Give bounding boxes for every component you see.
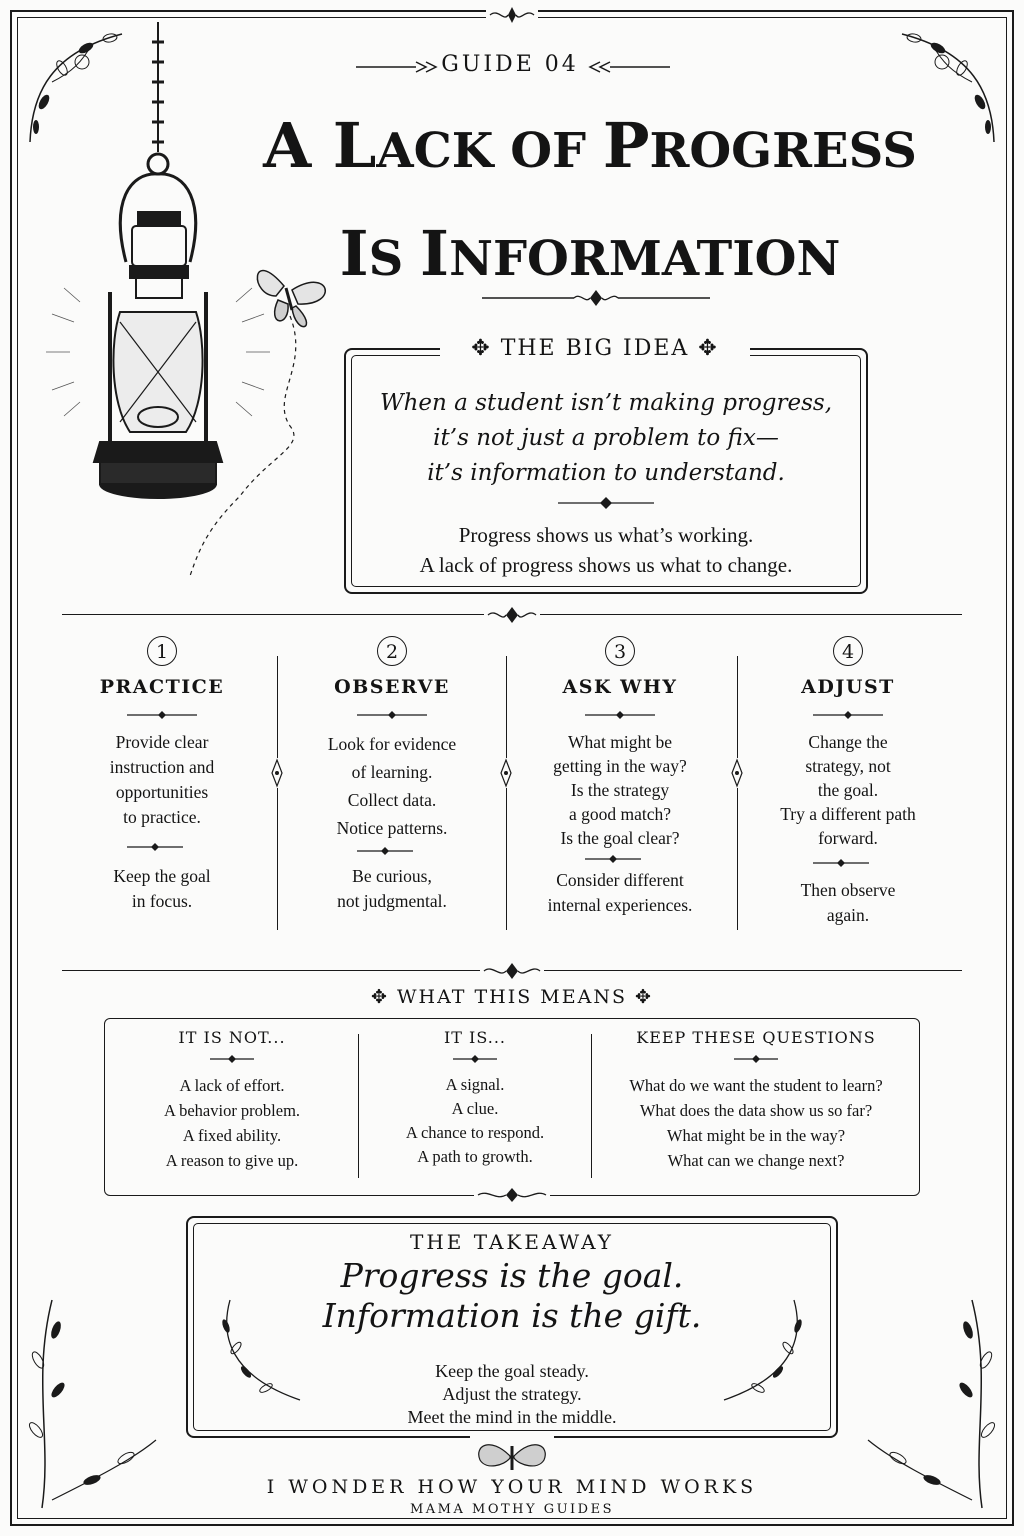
- flourish-divider-icon: [558, 497, 654, 509]
- big-idea-sub: Progress shows us what’s working. A lack…: [419, 523, 793, 577]
- vine-ornament-icon: [222, 1299, 301, 1401]
- guide-label: GUIDE 04: [441, 52, 579, 77]
- step-text-note: Be curious,not judgmental.: [337, 866, 447, 911]
- column-divider: [506, 656, 507, 930]
- vine-ornament-icon: [867, 1299, 996, 1509]
- flourish-divider-icon: [813, 711, 883, 719]
- flourish-divider-icon: [357, 847, 413, 855]
- flourish-divider-icon: [734, 1055, 778, 1063]
- flourish-divider-icon: [585, 711, 655, 719]
- big-idea-quote: When a student isn’t making progress, it…: [379, 390, 833, 486]
- flourish-divider-icon: [356, 61, 438, 73]
- vine-ornament-icon: [901, 33, 995, 143]
- flourish-divider-icon: [453, 1055, 497, 1063]
- takeaway-label: THE TAKEAWAY: [410, 1230, 614, 1254]
- takeaway-quote: Progress is the goal. Information is the…: [322, 1256, 702, 1335]
- column-divider: [358, 1034, 359, 1178]
- means-col-it-is: IT IS... A signal.A clue.A chance to res…: [362, 1028, 588, 1169]
- flourish-divider-icon: [127, 711, 197, 719]
- means-col-items: What do we want the student to learn?Wha…: [629, 1076, 883, 1170]
- step-number: 1: [147, 636, 177, 666]
- means-col-keep-questions: KEEP THESE QUESTIONS What do we want the…: [596, 1028, 916, 1173]
- what-this-means-label: ✥ WHAT THIS MEANS ✥: [371, 986, 653, 1008]
- butterfly-icon: [470, 1436, 554, 1476]
- flourish-divider-icon: [127, 843, 183, 851]
- title-line-2: IS INFORMATION: [339, 217, 841, 290]
- means-col-items: A signal.A clue.A chance to respond.A pa…: [405, 1075, 545, 1166]
- vine-ornament-icon: [29, 33, 123, 143]
- step-title: ASK WHY: [562, 676, 678, 698]
- step-title: OBSERVE: [334, 676, 450, 698]
- big-idea-label: ✥ THE BIG IDEA ✥: [440, 336, 750, 361]
- step-title: PRACTICE: [99, 676, 225, 698]
- means-col-title: IT IS NOT...: [178, 1028, 286, 1047]
- footer-tagline: I WONDER HOW YOUR MIND WORKS: [266, 1476, 758, 1498]
- flourish-divider-icon: [813, 859, 869, 867]
- butterfly-icon: [189, 269, 326, 577]
- vine-ornament-icon: [28, 1299, 157, 1509]
- column-divider: [591, 1034, 592, 1178]
- flourish-divider-icon: [482, 290, 710, 306]
- flourish-divider-icon: [585, 855, 641, 863]
- means-col-title: KEEP THESE QUESTIONS: [636, 1028, 876, 1047]
- page-title: A LACK OF PROGRESS IS INFORMATION: [240, 100, 940, 316]
- column-divider: [277, 656, 278, 930]
- flourish-divider-icon: [357, 711, 427, 719]
- flourish-divider-icon: [474, 1186, 550, 1204]
- lantern-icon: [46, 22, 270, 499]
- flourish-divider-icon: [480, 960, 544, 982]
- takeaway-sub: Keep the goal steady. Adjust the strateg…: [407, 1361, 617, 1427]
- column-divider: [737, 656, 738, 930]
- step-number: 3: [605, 636, 635, 666]
- flourish-divider-icon: [484, 604, 540, 626]
- means-col-title: IT IS...: [443, 1028, 507, 1047]
- flourish-divider-icon: [730, 758, 744, 788]
- step-number: 2: [377, 636, 407, 666]
- step-title: ADJUST: [801, 676, 895, 698]
- flourish-divider-icon: [499, 758, 513, 788]
- flourish-divider-icon: [588, 61, 670, 73]
- vine-ornament-icon: [723, 1299, 802, 1401]
- means-col-it-is-not: IT IS NOT... A lack of effort.A behavior…: [110, 1028, 354, 1173]
- flourish-divider-icon: [210, 1055, 254, 1063]
- flourish-divider-icon: [486, 4, 538, 26]
- footer-brand: MAMA MOTHY GUIDES: [409, 1502, 615, 1517]
- means-col-items: A lack of effort.A behavior problem.A fi…: [163, 1076, 301, 1170]
- title-line-1: A LACK OF PROGRESS: [263, 109, 917, 182]
- step-number: 4: [833, 636, 863, 666]
- flourish-divider-icon: [270, 758, 284, 788]
